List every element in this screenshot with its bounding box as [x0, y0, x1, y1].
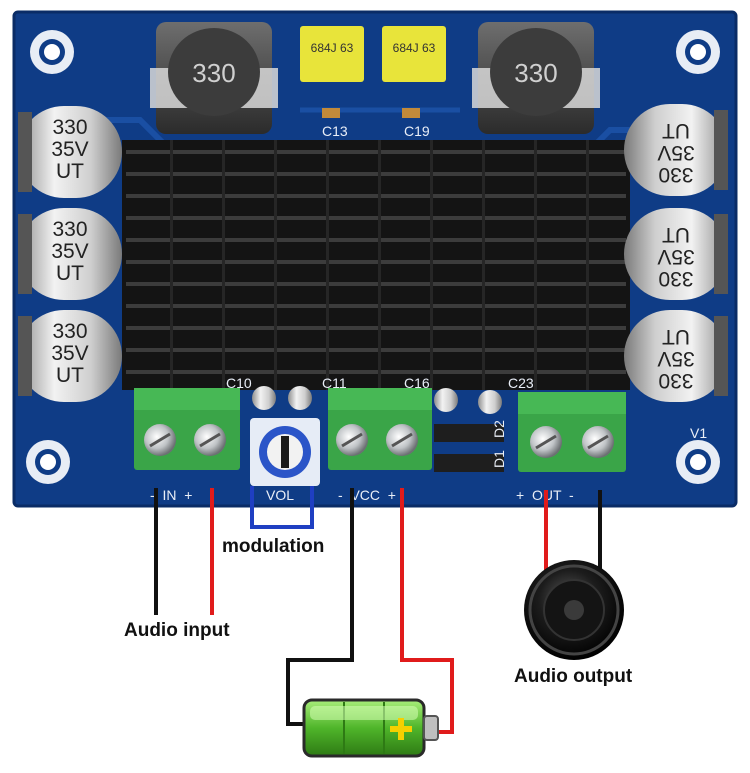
silk-vcc: - VCC + [338, 487, 396, 503]
heatsink-fin [126, 348, 626, 352]
heatsink-groove [378, 140, 381, 390]
silk-c11: C11 [322, 375, 347, 391]
capacitors-right: 33035VUT 33035VUT 33035VUT [624, 104, 728, 402]
input-wires [154, 488, 214, 615]
modulation-label: modulation [222, 536, 325, 557]
mounting-hole-bottom-left [26, 440, 70, 484]
vcc-wires [286, 488, 454, 734]
electrolytic-capacitor: 33035VUT [624, 208, 728, 300]
heatsink-fin [126, 194, 626, 198]
inductor-left: 330 [150, 22, 278, 134]
terminal-block-vcc [328, 388, 432, 470]
capacitor-label: 33035VUT [657, 223, 694, 290]
silk-c16: C16 [404, 375, 430, 391]
heatsink-fin [126, 370, 626, 374]
modulation-bracket [250, 486, 314, 529]
heatsink-groove [482, 140, 485, 390]
heatsink-groove [222, 140, 225, 390]
heatsink-fin [126, 172, 626, 176]
heatsink-fin [126, 150, 626, 154]
capacitor-label: 33035VUT [657, 119, 694, 186]
electrolytic-capacitor: 33035VUT [624, 104, 728, 196]
potentiometer-icon[interactable] [250, 418, 320, 486]
film-capacitor-left: 684J 63 [300, 26, 364, 82]
speaker-icon [524, 560, 624, 660]
silk-d2: D2 [491, 420, 507, 438]
silk-in: - IN + [150, 487, 192, 503]
silk-c13: C13 [322, 123, 348, 139]
inductor-right: 330 [472, 22, 600, 134]
inductor-right-label: 330 [514, 58, 557, 88]
small-capacitors [252, 386, 502, 414]
inductor-left-label: 330 [192, 58, 235, 88]
heatsink-fin [126, 326, 626, 330]
heatsink-groove [274, 140, 277, 390]
silk-v1: V1 [690, 425, 707, 441]
heatsink-fin [126, 260, 626, 264]
heatsink-fin [126, 304, 626, 308]
heatsink-groove [326, 140, 329, 390]
smd-capacitor-c13 [322, 108, 340, 118]
silk-vol: VOL [266, 487, 294, 503]
heatsink-fin [126, 238, 626, 242]
heatsink-fin [126, 216, 626, 220]
heatsink-groove [430, 140, 433, 390]
mounting-hole-bottom-right [676, 440, 720, 484]
heatsink-groove [170, 140, 173, 390]
electrolytic-capacitor: 33035VUT [624, 310, 728, 402]
heatsink-groove [534, 140, 537, 390]
vcc-wire-positive [400, 488, 454, 734]
audio-input-label: Audio input [124, 620, 230, 641]
silk-c19: C19 [404, 123, 430, 139]
audio-output-label: Audio output [514, 666, 633, 687]
silk-c10: C10 [226, 375, 252, 391]
silk-c23: C23 [508, 375, 534, 391]
heatsink-fin [126, 282, 626, 286]
terminal-block-output [518, 392, 626, 472]
silk-d1: D1 [491, 450, 507, 468]
battery-icon [302, 698, 439, 758]
vcc-wire-negative [286, 488, 354, 726]
mounting-hole-top-left [30, 30, 74, 74]
mounting-hole-top-right [676, 30, 720, 74]
diodes [434, 424, 504, 472]
output-wires [544, 490, 602, 570]
film-capacitor-right: 684J 63 [382, 26, 446, 82]
terminal-block-input [134, 388, 240, 470]
heatsink [122, 140, 630, 390]
film-cap-right-label: 684J 63 [393, 41, 436, 55]
capacitor-label: 33035VUT [657, 325, 694, 392]
smd-capacitor-c19 [402, 108, 420, 118]
heatsink-groove [586, 140, 589, 390]
film-cap-left-label: 684J 63 [311, 41, 354, 55]
